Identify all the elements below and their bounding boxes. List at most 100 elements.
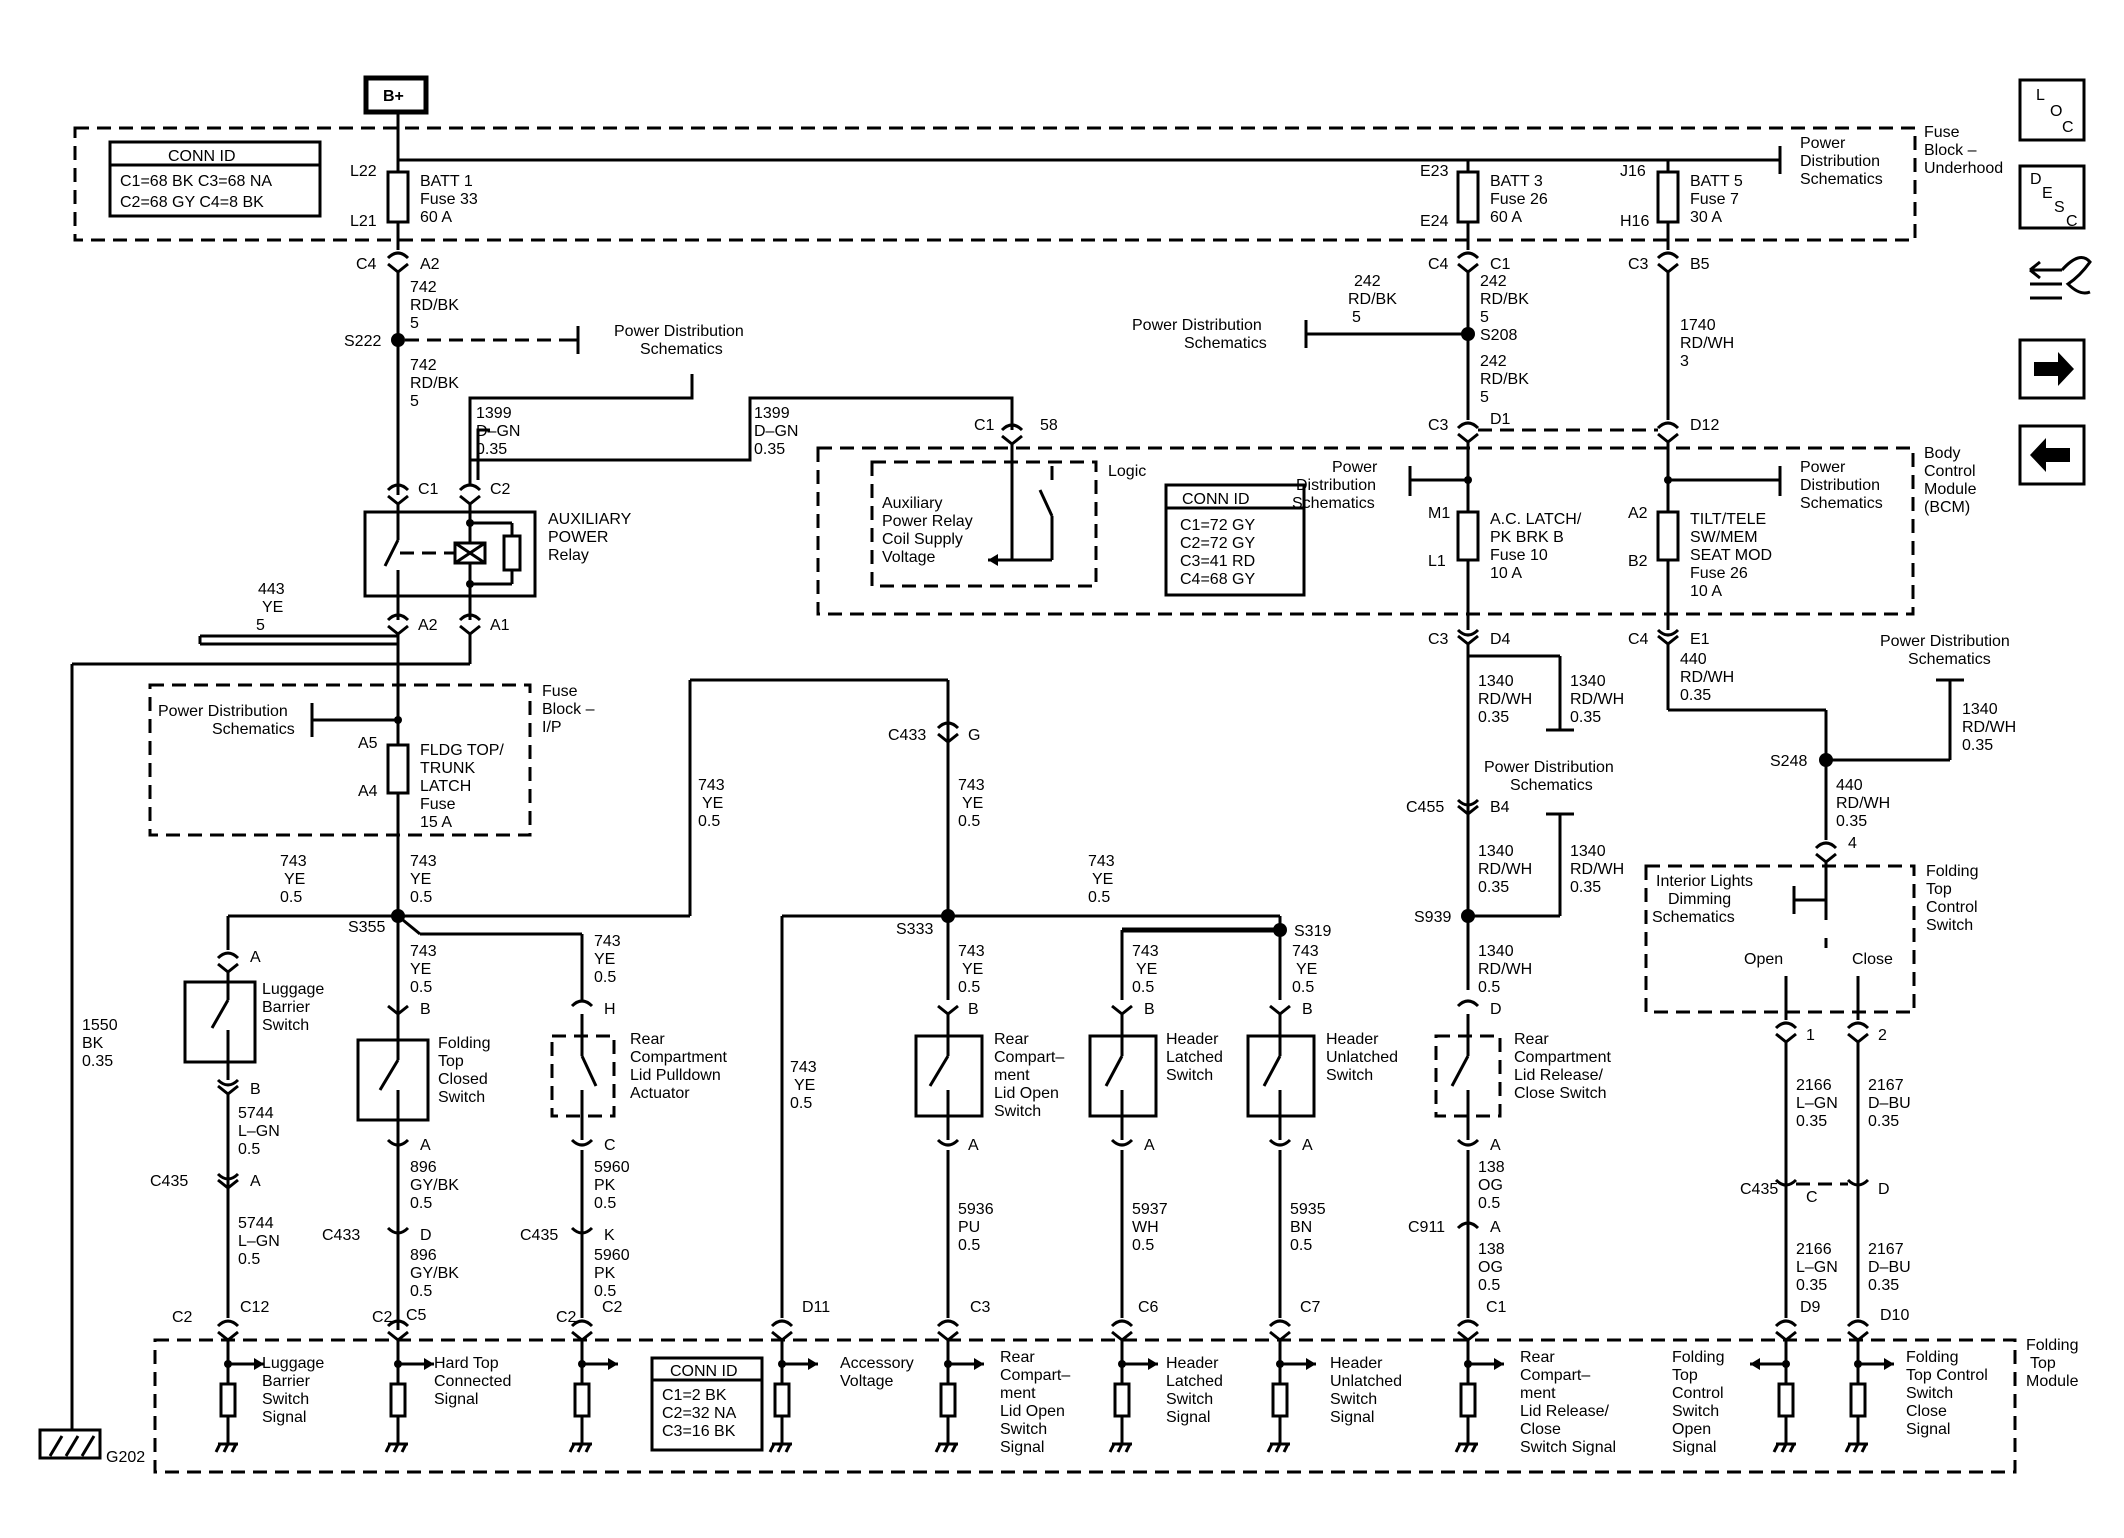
switch-label: Lid Pulldown (630, 1067, 721, 1084)
wire-1740: 3 (1680, 353, 1689, 370)
wire-743: 0.5 (1088, 889, 1110, 906)
pin-d: D (1878, 1181, 1890, 1198)
fuse-batt1-fuse: Fuse 33 (420, 191, 478, 208)
lid-release-switch: Rear Compartment Lid Release/ Close Swit… (1408, 1014, 1611, 1318)
fuse-batt5-bot: H16 (1620, 213, 1649, 230)
pin-g: G (968, 727, 980, 744)
fuse-tt-label: 10 A (1690, 583, 1722, 600)
pin-b: B (420, 1001, 431, 1018)
wire-1340: 0.35 (1570, 879, 1601, 896)
splice-s319-label: S319 (1294, 923, 1331, 940)
fuse-ac-label: PK BRK B (1490, 529, 1564, 546)
loc-icon[interactable]: L O C (2018, 78, 2086, 142)
module-pin (1844, 1319, 1894, 1453)
relay-label: AUXILIARY (548, 511, 632, 528)
signal-label: Signal (262, 1409, 306, 1426)
fuse-batt5-amp: 30 A (1690, 209, 1722, 226)
wire-1340: 1340 (1478, 843, 1514, 860)
wire-242: RD/BK (1480, 291, 1529, 308)
wire-5935: 0.5 (1290, 1237, 1312, 1254)
conn-d9: D9 (1800, 1299, 1821, 1316)
conn-c7: C7 (1300, 1299, 1321, 1316)
switch-label: Unlatched (1326, 1049, 1398, 1066)
wire-1340: 1340 (1478, 943, 1514, 960)
wire-2166: 0.35 (1796, 1277, 1827, 1294)
wire-896: 0.5 (410, 1283, 432, 1300)
relay-a2: A2 (418, 617, 438, 634)
wire-742: 5 (410, 393, 419, 410)
wire-440: RD/WH (1680, 669, 1734, 686)
wire-5744: L–GN (238, 1233, 280, 1250)
switch-label: ment (994, 1067, 1030, 1084)
wire-1340: 1340 (1570, 843, 1606, 860)
signal-label: Unlatched (1330, 1373, 1402, 1390)
wire-743: 0.5 (698, 813, 720, 830)
conn-a2: A2 (420, 256, 440, 273)
harness-icon[interactable] (2029, 256, 2092, 300)
wire-2167: D–BU (1868, 1095, 1911, 1112)
signal-label: Signal (1166, 1409, 1210, 1426)
arrow-left-icon[interactable] (2018, 424, 2086, 486)
switch-label: Latched (1166, 1049, 1223, 1066)
relay-feed-circuit: C4 A2 742 RD/BK 5 S222 Power Distributio… (344, 222, 1014, 495)
pin-b: B (968, 1001, 979, 1018)
conn-b5: B5 (1690, 256, 1710, 273)
conn-d11: D11 (802, 1299, 830, 1316)
wire-743: 743 (1132, 943, 1159, 960)
wire-242: 5 (1480, 389, 1489, 406)
desc-letter: C (2066, 213, 2078, 230)
ftcs-open: Open (1744, 951, 1783, 968)
module-pin (384, 1319, 434, 1453)
desc-letter: D (2030, 171, 2042, 188)
connid-ftcm-line: C1=2 BK (662, 1387, 727, 1404)
wire-5937: 0.5 (1132, 1237, 1154, 1254)
fuse-tilt-tele (1656, 510, 1680, 562)
pds-label: Distribution (1800, 153, 1880, 170)
arrow-right-icon[interactable] (2018, 338, 2086, 400)
pin-1: 1 (1806, 1027, 1815, 1044)
switch-label: Rear (1514, 1031, 1549, 1048)
module-pin (214, 1319, 264, 1453)
pds-label: Power (1332, 459, 1378, 476)
wire-2167: 2167 (1868, 1077, 1904, 1094)
switch-label: Rear (630, 1031, 665, 1048)
pds-label: Schematics (1800, 495, 1883, 512)
wire-1740: RD/WH (1680, 335, 1734, 352)
pin-a: A (420, 1137, 431, 1154)
wire-138: 138 (1478, 1241, 1505, 1258)
desc-icon[interactable]: D E S C (2018, 164, 2086, 230)
fuse-ac-latch (1456, 510, 1480, 562)
splice-s939-label: S939 (1414, 909, 1451, 926)
connid-bcm-line: C1=72 GY (1180, 517, 1255, 534)
fuse-batt5-name: BATT 5 (1690, 173, 1743, 190)
wire-1399: 1399 (476, 405, 512, 422)
ftcs-ild: Interior Lights (1656, 873, 1753, 890)
fuse-ip-label: I/P (542, 719, 562, 736)
fuse-ip-fuse: 15 A (420, 814, 452, 831)
pin-h: H (604, 1001, 616, 1018)
wire-1340: RD/WH (1478, 691, 1532, 708)
wire-5960: 5960 (594, 1247, 630, 1264)
bcm-label: Module (1924, 481, 1977, 498)
wire-5744: 0.5 (238, 1251, 260, 1268)
ftcs-ild: Dimming (1668, 891, 1731, 908)
ftcm-label: Top (2030, 1355, 2056, 1372)
module-pins (214, 1319, 1894, 1453)
bcm-aux-label: Coil Supply (882, 531, 963, 548)
wire-2166: 2166 (1796, 1241, 1832, 1258)
wire-743: 743 (698, 777, 725, 794)
pds-label: Schematics (1510, 777, 1593, 794)
wire-743: YE (410, 871, 431, 888)
connid-ftcm-line: C3=16 BK (662, 1423, 736, 1440)
signal-label: Voltage (840, 1373, 893, 1390)
wire-1399: 1399 (754, 405, 790, 422)
signal-label: Folding (1672, 1349, 1724, 1366)
switch-label: Switch (1326, 1067, 1373, 1084)
conn-c435: C435 (520, 1227, 558, 1244)
pin-2: 2 (1878, 1027, 1887, 1044)
wire-2167: D–BU (1868, 1259, 1911, 1276)
wire-743: YE (962, 961, 983, 978)
signal-label: Switch (1166, 1391, 1213, 1408)
switch-label: Luggage (262, 981, 324, 998)
pds-label: Schematics (640, 341, 723, 358)
